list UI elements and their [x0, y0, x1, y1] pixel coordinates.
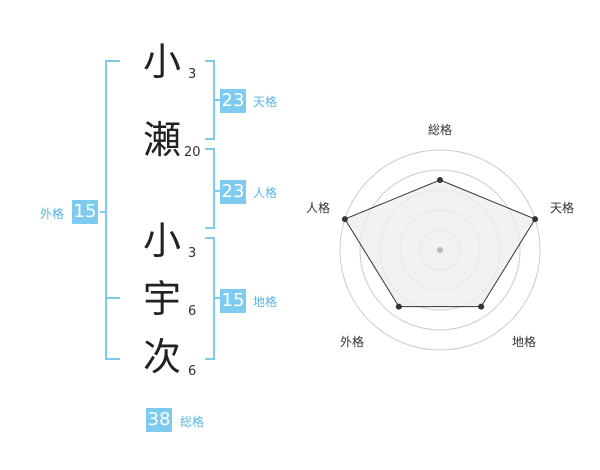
gaikaku-label: 外格: [40, 207, 65, 221]
stroke-count-5: 6: [188, 364, 197, 379]
radar-label-soukaku: 総格: [428, 122, 452, 137]
radar-point: [395, 303, 402, 310]
radar-label-chikaku: 地格: [512, 334, 536, 349]
radar-label-jinkaku: 人格: [306, 200, 330, 215]
jinkaku-label: 人格: [253, 186, 278, 200]
name-char-4: 宇: [143, 277, 182, 321]
radar-point: [437, 177, 443, 183]
name-char-1: 小: [143, 40, 182, 84]
chikaku-value: 15: [220, 289, 246, 313]
radar-label-tenkaku: 天格: [550, 200, 574, 215]
stroke-count-4: 6: [188, 304, 197, 319]
name-char-2: 瀬: [143, 118, 182, 162]
tenkaku-value: 23: [220, 89, 246, 113]
radar-label-gaikaku: 外格: [340, 334, 364, 349]
radar-point: [478, 303, 485, 310]
radar-ring: [359, 169, 521, 331]
radar-ring: [339, 149, 541, 351]
name-char-3: 小: [143, 219, 182, 263]
soukaku-value: 38: [146, 408, 172, 432]
jinkaku-bracket: [205, 148, 215, 229]
radar-point: [341, 216, 348, 223]
gaikaku-bracket: [105, 60, 120, 360]
stroke-count-3: 3: [188, 246, 197, 261]
radar-point: [532, 216, 539, 223]
soukaku-label: 総格: [180, 415, 205, 429]
stroke-count-2: 20: [184, 145, 201, 160]
chikaku-label: 地格: [253, 295, 278, 309]
gaikaku-value: 15: [72, 200, 98, 224]
name-char-5: 次: [143, 335, 182, 379]
jinkaku-value: 23: [220, 180, 246, 204]
stroke-count-1: 3: [188, 67, 197, 82]
tenkaku-label: 天格: [253, 95, 278, 109]
radar-polygon: [344, 179, 536, 308]
radar-center-dot: [437, 247, 443, 253]
